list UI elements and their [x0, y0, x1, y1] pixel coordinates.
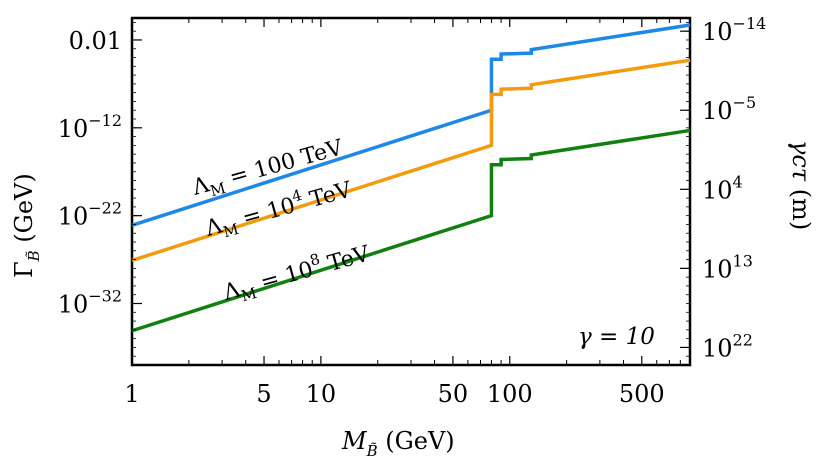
- y-left-tick-label: 10−22: [58, 199, 122, 231]
- series-label-1e8tev: ΛM = 108 TeV: [219, 236, 375, 309]
- x-tick-label: 5: [256, 380, 271, 408]
- gamma-annotation: γ = 10: [578, 324, 655, 350]
- series-layer: [131, 23, 691, 333]
- y-axis-label-right: γcτ (m): [787, 140, 815, 230]
- x-tick-label: 10: [306, 380, 337, 408]
- y-right-tick-label: 10−5: [702, 93, 756, 125]
- x-tick-label: 50: [438, 380, 469, 408]
- x-axis-label: MB̃ (GeV): [341, 427, 455, 460]
- y-right-tick-label: 10−14: [702, 14, 766, 46]
- y-left-tick-label: 10−32: [58, 287, 122, 319]
- y-right-tick-label: 1022: [702, 330, 753, 362]
- x-tick-label: 100: [487, 380, 533, 408]
- y-right-tick-label: 104: [702, 172, 743, 204]
- y-axis-label-left: ΓB̃ (GeV): [10, 173, 43, 278]
- ticks-layer: 1 5 10 50 100 500 0.01 10−12 10−22 10−32 10−14 10−5…: [58, 14, 767, 408]
- series-line-2: [131, 128, 691, 333]
- y-left-tick-label: 10−12: [58, 111, 122, 143]
- x-tick-label: 500: [619, 380, 665, 408]
- series-line-1: [131, 58, 691, 263]
- y-left-tick-label: 0.01: [69, 27, 122, 55]
- y-right-tick-label: 1013: [702, 251, 753, 283]
- x-tick-label: 1: [124, 380, 139, 408]
